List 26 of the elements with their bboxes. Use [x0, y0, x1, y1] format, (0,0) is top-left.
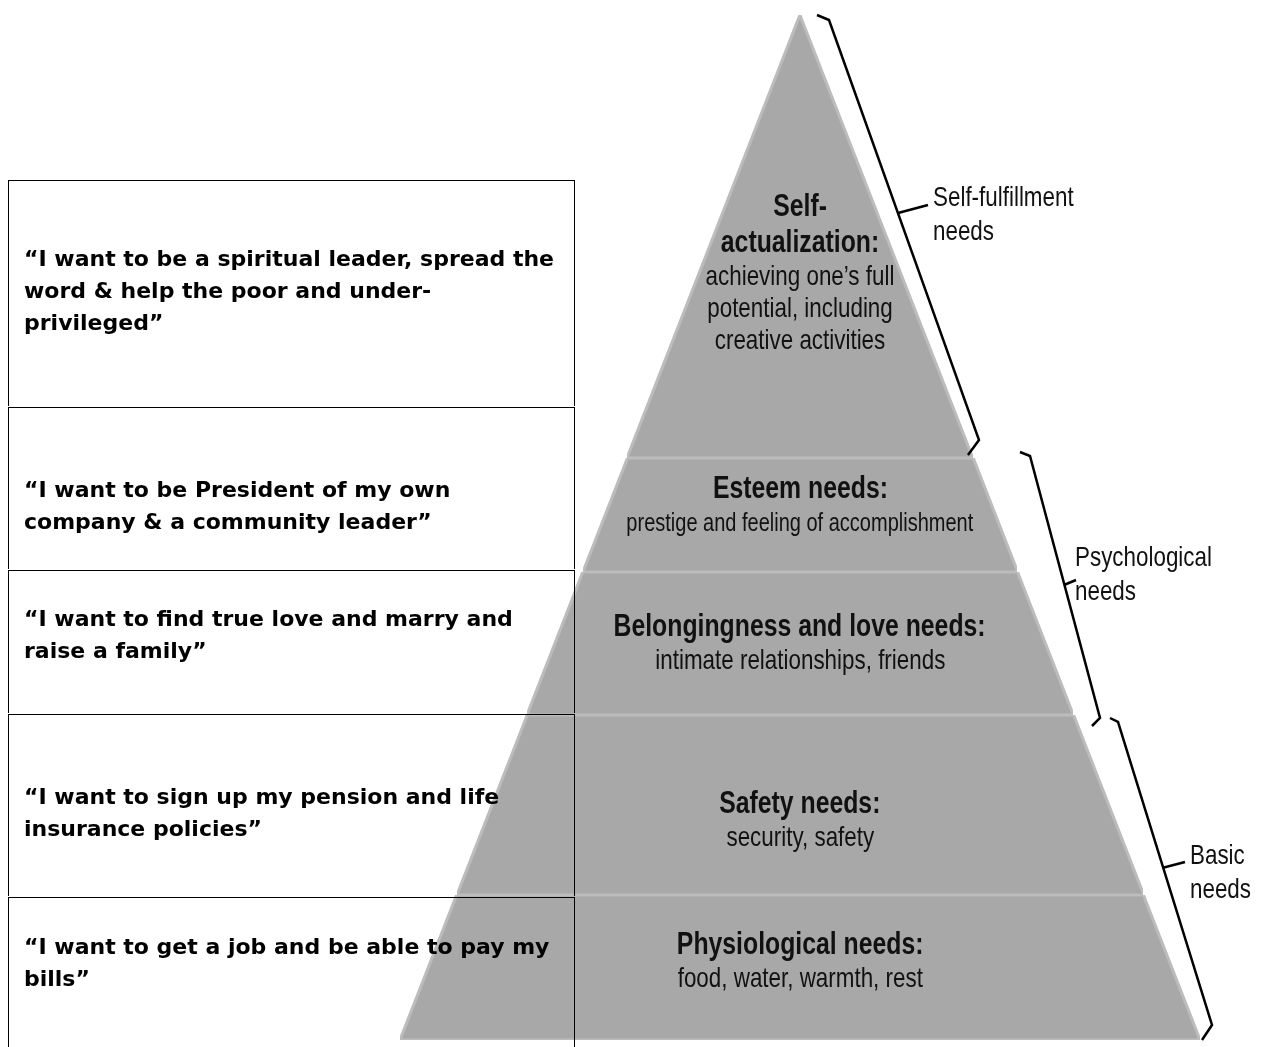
table-row	[8, 570, 575, 713]
table-row	[8, 407, 575, 569]
quote-text: “I want to get a job and be able to pay my bills”	[24, 933, 551, 993]
quote-text: “I want to sign up my pension and life insurance policies”	[24, 783, 501, 843]
level-description: security, safety	[726, 821, 874, 853]
level-heading: Belongingness and love needs:	[613, 608, 986, 644]
level-description: achieving one’s full potential, including creative activities	[704, 260, 896, 356]
quote-text: “I want to be a spiritual leader, spread the word & help the poor and under-privileged”	[24, 245, 555, 337]
level-heading: Self- actualization:	[720, 188, 880, 260]
pyramid-level	[526, 572, 1074, 715]
pyramid-level	[582, 458, 1018, 572]
level-description: food, water, warmth, rest	[677, 962, 923, 994]
bracket-label: Basic needs	[1190, 838, 1252, 906]
quote-text: “I want to find true love and marry and raise a family”	[24, 605, 514, 665]
table-row	[8, 897, 575, 1047]
pyramid-level	[456, 715, 1144, 895]
level-heading: Esteem needs:	[712, 470, 888, 506]
level-heading: Safety needs:	[719, 785, 881, 821]
level-description: intimate relationships, friends	[654, 644, 946, 676]
level-description: prestige and feeling of accomplishment	[626, 507, 974, 538]
quote-text: “I want to be President of my own company & a community leader”	[24, 476, 452, 536]
table-row	[8, 180, 575, 406]
table-row	[8, 714, 575, 896]
level-heading: Physiological needs:	[676, 926, 924, 962]
bracket-label: Psychological needs	[1075, 540, 1213, 608]
bracket-label: Self-fulfillment needs	[933, 180, 1075, 248]
